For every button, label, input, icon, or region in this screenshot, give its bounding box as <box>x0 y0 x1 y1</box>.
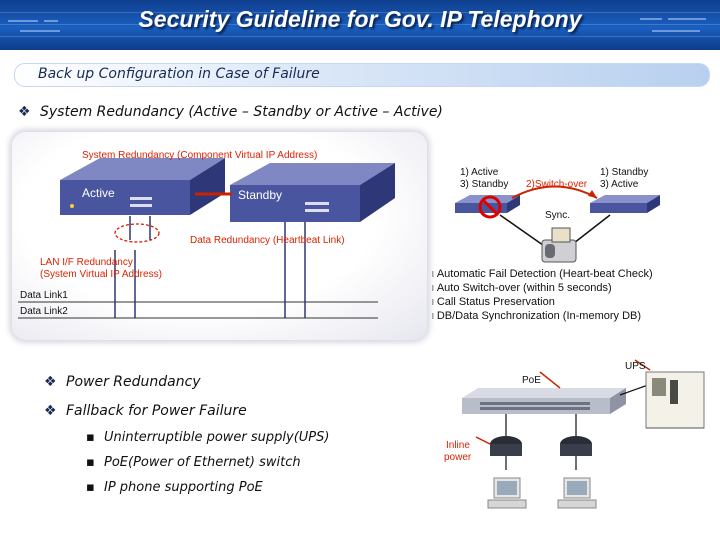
left-state-2: 3) Standby <box>460 179 509 190</box>
subtitle-bar <box>14 63 710 87</box>
left-state-1: 1) Active <box>460 167 499 178</box>
ip-phone-icon <box>541 227 577 263</box>
poe-label: PoE <box>522 375 541 386</box>
bullet-icon: ▪ <box>86 455 95 470</box>
diamond-icon: ❖ <box>18 104 31 120</box>
standby-label: Standby <box>238 188 283 202</box>
power-bullet-poe: PoE(Power of Ethernet) switch <box>104 455 301 470</box>
data-link1-label: Data Link1 <box>20 290 68 301</box>
data-link2-label: Data Link2 <box>20 306 68 317</box>
active-server <box>60 158 225 215</box>
standby-server <box>230 163 395 222</box>
bullet-icon: ▪ <box>86 480 95 495</box>
slide-subtitle: Back up Configuration in Case of Failure <box>38 66 320 82</box>
switch-over-label: 2)Switch-over <box>526 179 588 190</box>
ups-icon <box>645 371 705 429</box>
pc-left <box>487 477 527 509</box>
slide-title: Security Guideline for Gov. IP Telephony <box>138 6 582 32</box>
feature-item: l Call Status Preservation <box>432 296 555 308</box>
section-system-redundancy: System Redundancy (Active – Standby or A… <box>40 104 443 120</box>
lan-redundancy-label-1: LAN I/F Redundancy <box>40 257 133 268</box>
power-bullet-ups: Uninterruptible power supply(UPS) <box>104 430 330 445</box>
feature-item: l DB/Data Synchronization (In-memory DB) <box>432 310 642 322</box>
ups-label: UPS <box>625 361 646 372</box>
failure-icon <box>478 195 502 219</box>
inline-power-label-2: power <box>444 452 472 463</box>
right-state-1: 1) Standby <box>600 167 649 178</box>
diamond-icon: ❖ <box>44 374 57 390</box>
right-switch-device <box>590 195 660 213</box>
phone-right <box>560 436 592 456</box>
phone-left <box>490 436 522 456</box>
poe-switch <box>462 388 626 414</box>
section-fallback: Fallback for Power Failure <box>66 403 247 419</box>
inline-power-label-1: Inline <box>446 440 470 451</box>
power-bullet-phone: IP phone supporting PoE <box>104 480 263 495</box>
pc-right <box>557 477 597 509</box>
bullet-icon: ▪ <box>86 430 95 445</box>
lan-redundancy-label-2: (System Virtual IP Address) <box>40 269 162 280</box>
data-redundancy-label: Data Redundancy (Heartbeat Link) <box>190 235 345 246</box>
active-label: Active <box>82 186 115 200</box>
title-bar <box>0 0 720 50</box>
feature-item: l Auto Switch-over (within 5 seconds) <box>432 282 612 294</box>
feature-item: l Automatic Fail Detection (Heart-beat C… <box>432 268 653 280</box>
sync-label: Sync. <box>545 210 571 221</box>
system-redundancy-label: System Redundancy (Component Virtual IP … <box>82 150 318 161</box>
right-state-2: 3) Active <box>600 179 639 190</box>
section-power-redundancy: Power Redundancy <box>66 374 201 390</box>
diamond-icon: ❖ <box>44 403 57 419</box>
